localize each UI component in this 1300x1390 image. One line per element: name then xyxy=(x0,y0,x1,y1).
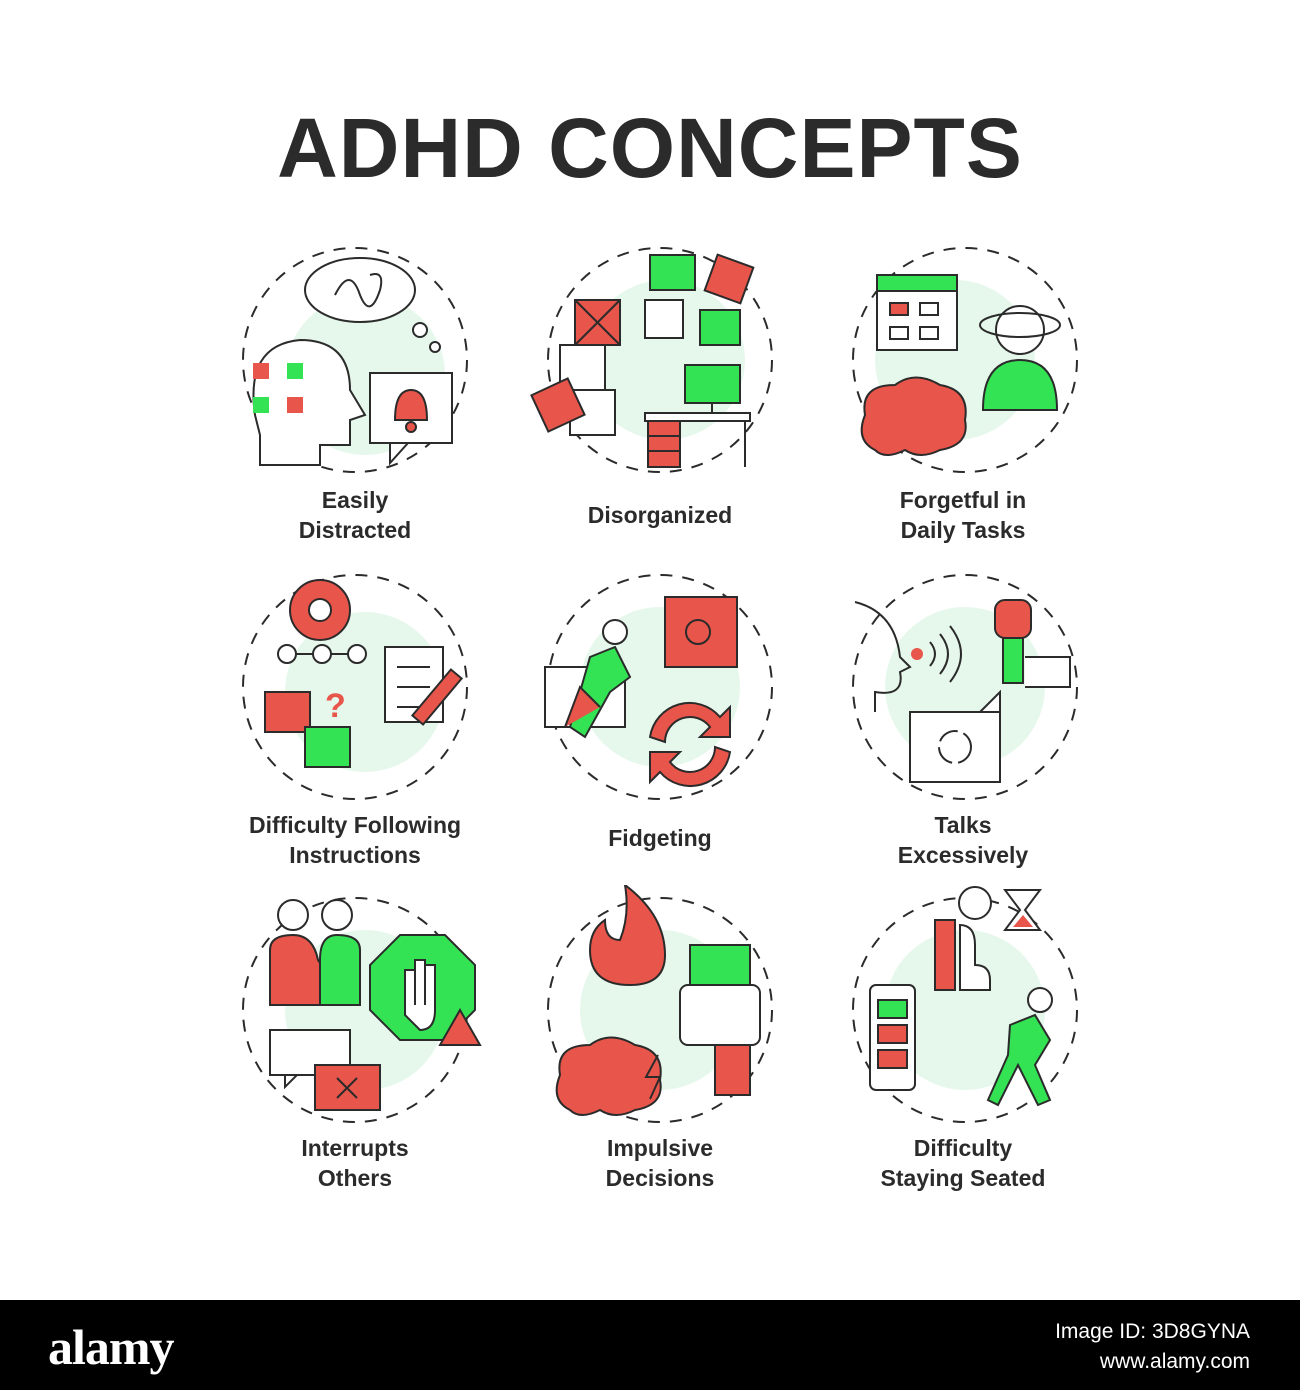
site-url: www.alamy.com xyxy=(1099,1350,1250,1373)
gear-checklist-icon: ? xyxy=(242,574,468,800)
caption-easily-distracted: Easily Distracted xyxy=(298,487,412,543)
caption-interrupts-others: Interrupts Others xyxy=(301,1135,409,1191)
fidget-chair-icon xyxy=(544,574,773,800)
speaking-microphone-icon xyxy=(852,574,1078,800)
interrupts-others-tile xyxy=(225,885,485,1125)
disorganized-tile xyxy=(530,235,790,475)
watermark-footer: alamy Image ID: 3D8GYNA www.alamy.com xyxy=(0,1300,1300,1390)
svg-text:?: ? xyxy=(325,687,346,725)
caption-disorganized: Disorganized xyxy=(587,502,733,528)
caption-forgetful: Forgetful in Daily Tasks xyxy=(899,487,1027,543)
talks-excessively-tile xyxy=(835,562,1095,802)
image-id: Image ID: 3D8GYNA xyxy=(1055,1320,1250,1343)
stop-hand-chat-icon xyxy=(242,897,482,1123)
alamy-logo: alamy xyxy=(48,1319,175,1375)
caption-fidgeting: Fidgeting xyxy=(608,825,712,851)
calendar-brain-icon xyxy=(852,247,1078,473)
page-title: ADHD CONCEPTS xyxy=(277,101,1023,195)
fidgeting-tile xyxy=(530,562,790,802)
staying-seated-tile xyxy=(835,885,1095,1125)
caption-talks-excessively: Talks Excessively xyxy=(897,812,1029,868)
running-battery-icon xyxy=(852,886,1078,1123)
forgetful-tile xyxy=(835,235,1095,475)
easily-distracted-tile xyxy=(225,235,485,475)
distracted-head-icon xyxy=(242,247,468,473)
caption-impulsive-decisions: Impulsive Decisions xyxy=(605,1135,715,1191)
caption-staying-seated: Difficulty Staying Seated xyxy=(880,1135,1046,1191)
impulsive-decisions-tile xyxy=(530,885,790,1125)
fire-money-brain-icon xyxy=(547,885,773,1123)
following-instructions-tile: ? xyxy=(225,562,485,802)
puzzle-desk-icon xyxy=(530,247,773,473)
caption-following-instructions: Difficulty Following Instructions xyxy=(248,812,462,868)
